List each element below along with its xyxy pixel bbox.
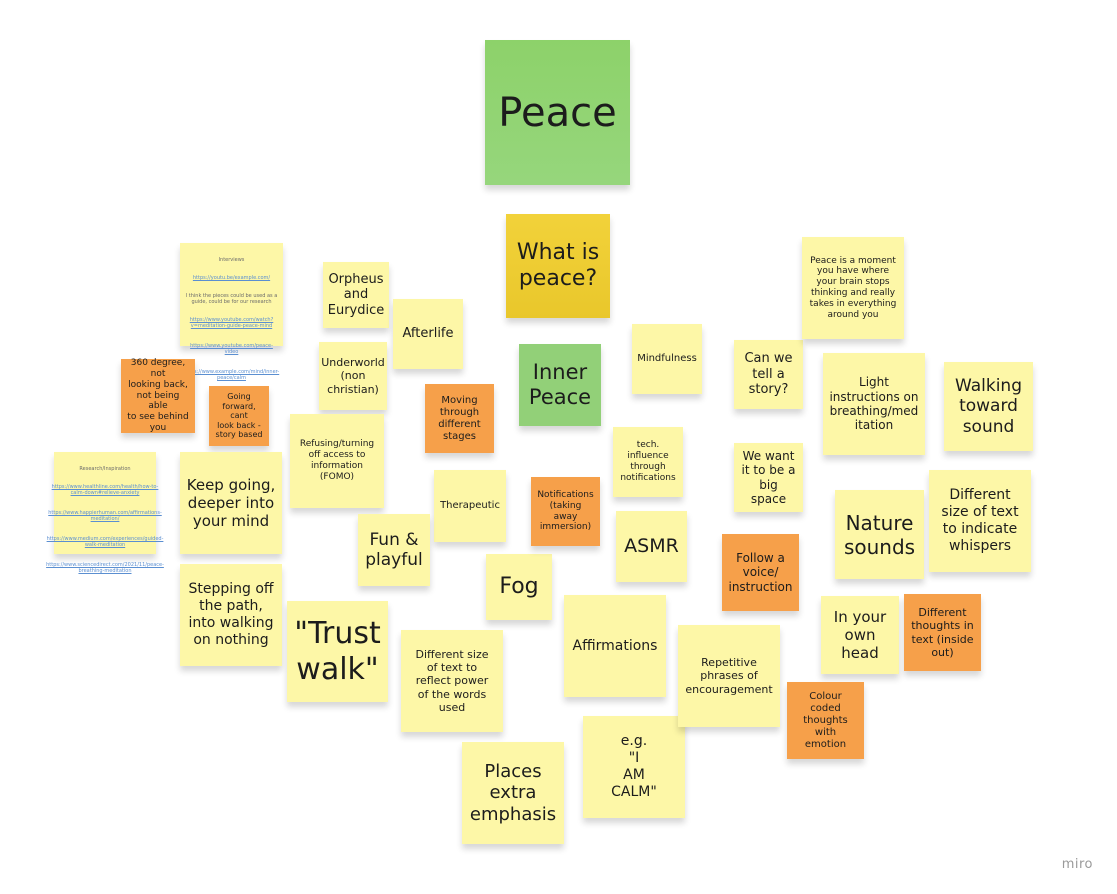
note-text: Inner Peace <box>528 359 592 409</box>
sticky-note-peace[interactable]: Peace <box>485 40 630 185</box>
note-text: "Trust walk" <box>294 615 381 687</box>
note-text: Stepping off the path, into walking on n… <box>188 581 274 648</box>
interviews-link-4[interactable]: https://www.example.com/mind/inner-peace… <box>183 369 280 381</box>
sticky-note-eg-i-am-calm[interactable]: e.g. "I AM CALM" <box>583 716 685 818</box>
note-text: Different size of text to reflect power … <box>415 648 489 714</box>
sticky-note-moving-stages[interactable]: Moving through different stages <box>425 384 494 453</box>
note-text: ASMR <box>624 535 679 558</box>
note-text: Interviews https://youtu.be/example.com/… <box>184 249 279 391</box>
note-text: What is peace? <box>516 239 600 291</box>
note-text: In your own head <box>833 608 887 662</box>
research-link-3[interactable]: https://www.medium.com/experiences/guide… <box>46 536 164 548</box>
sticky-note-refusing[interactable]: Refusing/turning off access to informati… <box>290 414 384 508</box>
note-text: Nature sounds <box>843 510 916 559</box>
note-text: Mindfulness <box>637 353 697 364</box>
note-text: Notifications (taking away immersion) <box>537 489 594 533</box>
note-text: We want it to be a big space <box>741 448 796 506</box>
miro-watermark: miro <box>1061 857 1093 872</box>
sticky-note-colour-coded[interactable]: Colour coded thoughts with emotion <box>787 682 864 759</box>
sticky-note-fun-playful[interactable]: Fun & playful <box>358 514 430 586</box>
sticky-note-places-emphasis[interactable]: Places extra emphasis <box>462 742 564 844</box>
interviews-link-2[interactable]: https://www.youtube.com/watch?v=meditati… <box>189 317 274 329</box>
research-link-1[interactable]: https://www.healthline.com/health/how-to… <box>51 484 159 496</box>
note-text: Can we tell a story? <box>744 351 793 398</box>
sticky-note-peace-moment[interactable]: Peace is a moment you have where your br… <box>802 237 904 339</box>
interviews-comment: I think the pieces could be used as a gu… <box>185 293 278 305</box>
sticky-note-underworld[interactable]: Underworld (non christian) <box>319 342 387 410</box>
note-text: Affirmations <box>572 637 658 654</box>
note-text: Colour coded thoughts with emotion <box>803 690 848 750</box>
note-text: Research/Inspiration https://www.healthl… <box>46 458 164 584</box>
sticky-note-tech-influence[interactable]: tech. influence through notifications <box>613 427 683 497</box>
note-text: Follow a voice/ instruction <box>728 550 793 594</box>
sticky-note-what-is-peace[interactable]: What is peace? <box>506 214 610 318</box>
sticky-note-fog[interactable]: Fog <box>486 554 552 620</box>
note-text: Moving through different stages <box>438 394 481 442</box>
sticky-note-afterlife[interactable]: Afterlife <box>393 299 463 369</box>
sticky-note-different-size-whispers[interactable]: Different size of text to indicate whisp… <box>929 470 1031 572</box>
note-text: Afterlife <box>402 326 454 342</box>
note-text: Keep going, deeper into your mind <box>186 476 276 530</box>
note-text: Different thoughts in text (inside out) <box>911 606 974 659</box>
sticky-note-inner-peace[interactable]: Inner Peace <box>519 344 601 426</box>
note-text: Places extra emphasis <box>469 760 557 825</box>
note-text: tech. influence through notifications <box>620 440 676 483</box>
sticky-note-light-instructions[interactable]: Light instructions on breathing/med itat… <box>823 353 925 455</box>
sticky-note-trust-walk[interactable]: "Trust walk" <box>287 601 388 702</box>
sticky-note-therapeutic[interactable]: Therapeutic <box>434 470 506 542</box>
sticky-note-asmr[interactable]: ASMR <box>616 511 687 582</box>
note-text: Orpheus and Eurydice <box>327 271 385 318</box>
interviews-link-1[interactable]: https://youtu.be/example.com/ <box>192 275 271 281</box>
sticky-note-affirmations[interactable]: Affirmations <box>564 595 666 697</box>
note-text: Repetitive phrases of encouragement <box>685 656 773 696</box>
note-text: Fog <box>499 573 539 599</box>
sticky-note-in-your-head[interactable]: In your own head <box>821 596 899 674</box>
sticky-note-big-space[interactable]: We want it to be a big space <box>734 443 803 512</box>
sticky-note-going-forward[interactable]: Going forward, cant look back - story ba… <box>209 386 269 446</box>
sticky-note-orpheus[interactable]: Orpheus and Eurydice <box>323 262 389 328</box>
note-text: Light instructions on breathing/med itat… <box>829 375 919 433</box>
research-title: Research/Inspiration <box>79 466 131 472</box>
sticky-note-mindfulness[interactable]: Mindfulness <box>632 324 702 394</box>
sticky-note-research-inspiration[interactable]: Research/Inspiration https://www.healthl… <box>46 452 164 574</box>
research-link-2[interactable]: https://www.happierhuman.com/affirmation… <box>48 510 162 522</box>
sticky-note-interviews[interactable]: Interviews https://youtu.be/example.com/… <box>180 243 283 381</box>
interviews-link-3[interactable]: https://www.youtube.com/peace-video <box>190 343 273 355</box>
research-link-4[interactable]: https://www.sciencedirect.com/2021/11/pe… <box>46 562 164 574</box>
sticky-note-notifications[interactable]: Notifications (taking away immersion) <box>531 477 600 546</box>
sticky-note-nature-sounds[interactable]: Nature sounds <box>835 490 924 579</box>
sticky-note-follow-voice[interactable]: Follow a voice/ instruction <box>722 534 799 611</box>
sticky-note-360-degree[interactable]: 360 degree, not looking back, not being … <box>121 358 195 433</box>
sticky-note-walking-toward[interactable]: Walking toward sound <box>944 362 1033 451</box>
note-text: Fun & playful <box>365 529 423 570</box>
note-text: Peace is a moment you have where your br… <box>809 255 897 320</box>
note-text: Different size of text to indicate whisp… <box>941 487 1019 554</box>
interviews-title: Interviews <box>218 257 245 263</box>
sticky-note-can-we-tell[interactable]: Can we tell a story? <box>734 340 803 409</box>
sticky-note-stepping-off[interactable]: Stepping off the path, into walking on n… <box>180 564 282 666</box>
note-text: Going forward, cant look back - story ba… <box>215 392 263 440</box>
note-text: Therapeutic <box>440 500 500 511</box>
note-text: Peace <box>498 89 617 136</box>
sticky-note-repetitive[interactable]: Repetitive phrases of encouragement <box>678 625 780 727</box>
note-text: Underworld (non christian) <box>321 356 385 396</box>
sticky-note-different-size-power[interactable]: Different size of text to reflect power … <box>401 630 503 732</box>
note-text: e.g. "I AM CALM" <box>611 733 657 800</box>
sticky-note-different-thoughts[interactable]: Different thoughts in text (inside out) <box>904 594 981 671</box>
note-text: 360 degree, not looking back, not being … <box>127 358 189 433</box>
sticky-note-keep-going[interactable]: Keep going, deeper into your mind <box>180 452 282 554</box>
note-text: Walking toward sound <box>955 375 1022 437</box>
note-text: Refusing/turning off access to informati… <box>299 439 375 482</box>
